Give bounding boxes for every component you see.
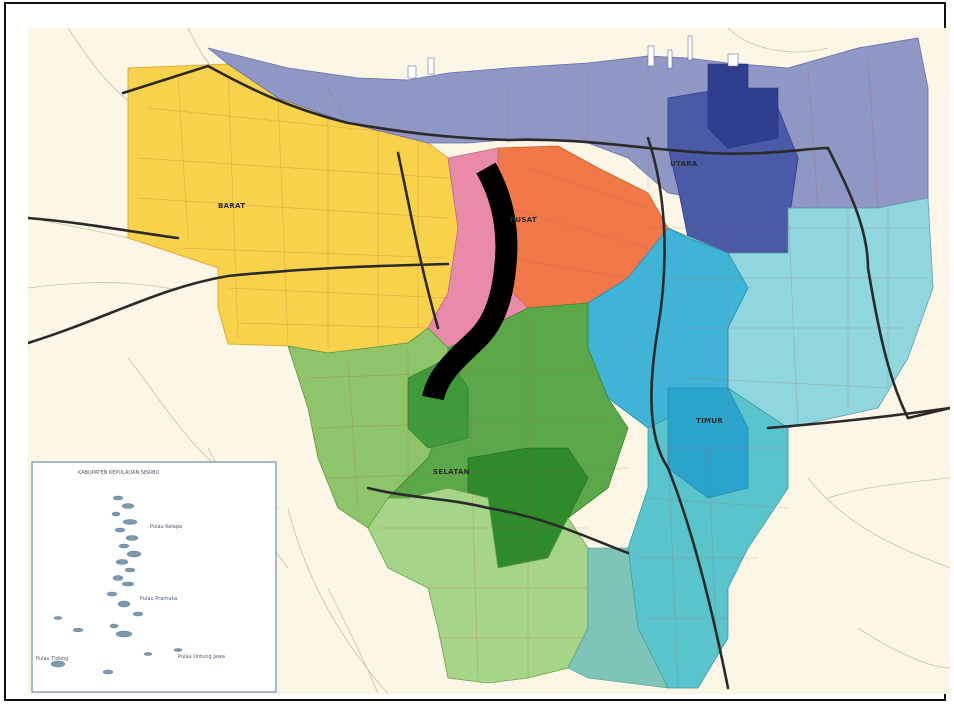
region-utara-darkest xyxy=(707,63,779,149)
inset-island-2: Pulau Pramuka xyxy=(140,596,177,602)
label-barat: BARAT xyxy=(218,202,245,210)
subdistrict-lines xyxy=(137,57,928,689)
map-frame: BARAT UTARA PUSAT SELATAN TIMUR KABUPATE… xyxy=(4,2,950,701)
inset-islands xyxy=(50,495,183,675)
label-pusat: PUSAT xyxy=(510,216,537,224)
label-selatan: SELATAN xyxy=(433,468,470,476)
inset-island-1: Pulau Kelapa xyxy=(150,524,182,530)
inset-island-3: Pulau Untung Jawa xyxy=(178,654,225,660)
jakarta-district-map: BARAT UTARA PUSAT SELATAN TIMUR KABUPATE… xyxy=(28,28,950,694)
inset-island-4: Pulau Tidung xyxy=(36,656,68,662)
river-canal xyxy=(422,162,518,401)
label-timur: TIMUR xyxy=(696,417,723,425)
inset-title: KABUPATEN KEPULAUAN SERIBU xyxy=(78,470,160,476)
highways xyxy=(28,64,950,690)
inset-kepulauan-seribu: KABUPATEN KEPULAUAN SERIBU xyxy=(31,461,277,693)
label-utara: UTARA xyxy=(670,160,698,168)
coastal-piers xyxy=(407,35,739,79)
region-selatan-east xyxy=(567,547,669,689)
